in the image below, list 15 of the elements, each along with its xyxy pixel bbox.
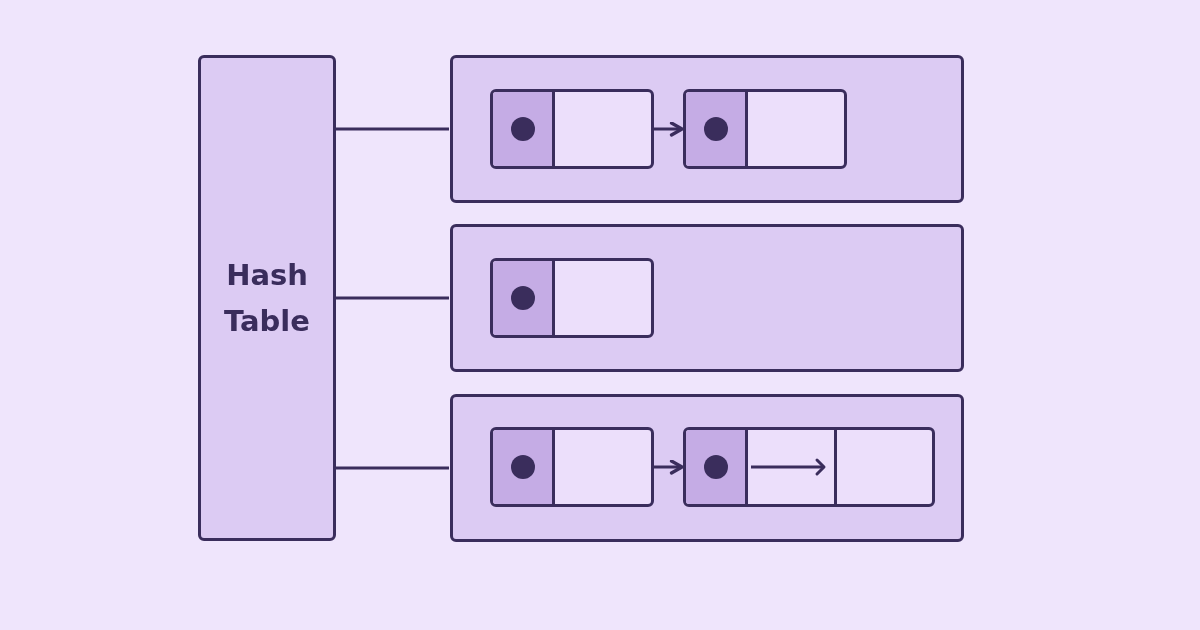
- bucket-box: [450, 224, 964, 372]
- arrow: [654, 121, 684, 137]
- list-node-box: [490, 258, 654, 338]
- connector-line: [336, 296, 449, 300]
- connector-line: [336, 127, 449, 131]
- hash-table-box: [198, 55, 336, 541]
- list-node-box: [683, 89, 847, 169]
- bucket-box: [450, 55, 964, 203]
- table-label: Hash Table: [223, 256, 311, 340]
- list-node-box: [490, 89, 654, 169]
- list-node-box: [490, 427, 654, 507]
- connector-line: [336, 466, 449, 470]
- arrow: [654, 459, 684, 475]
- bucket-box: [450, 394, 964, 542]
- list-node-box: [683, 427, 935, 507]
